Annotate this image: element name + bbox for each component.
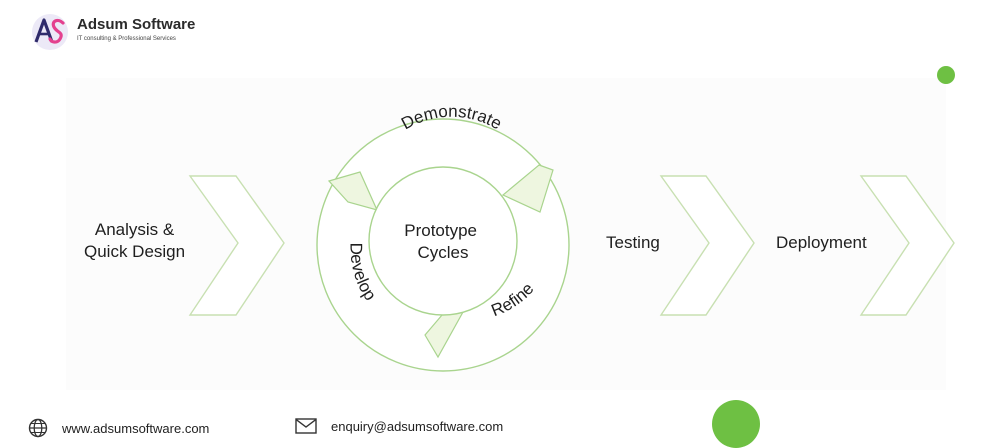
footer-email[interactable]: enquiry@adsumsoftware.com: [295, 418, 503, 434]
cycle-inner-circle: [368, 166, 518, 316]
decorative-dot-small: [937, 66, 955, 84]
chevron-arrow-testing: [659, 175, 755, 316]
globe-icon: [28, 418, 48, 438]
cycle-center-line-1: Prototype: [404, 221, 477, 240]
footer-website[interactable]: www.adsumsoftware.com: [28, 418, 209, 438]
brand-logo: Adsum Software IT consulting & Professio…: [28, 12, 203, 52]
step-testing-label: Testing: [606, 233, 660, 252]
cycle-arrow-notch-right: [501, 164, 554, 213]
step-analysis-line-2: Quick Design: [84, 242, 186, 261]
brand-name: Adsum Software: [77, 16, 196, 33]
chevron-arrow-deployment: [859, 175, 955, 316]
decorative-dot-large: [712, 400, 760, 448]
step-analysis-line-1: Analysis &: [94, 220, 175, 239]
brand-tagline: IT consulting & Professional Services: [77, 36, 176, 42]
step-deployment-label: Deployment: [776, 233, 867, 252]
cycle-center-label: Prototype Cycles: [404, 221, 482, 262]
logo-mark-icon: [32, 14, 68, 50]
footer-email-text[interactable]: enquiry@adsumsoftware.com: [331, 418, 504, 434]
footer-website-text[interactable]: www.adsumsoftware.com: [62, 420, 210, 436]
cycle-center-line-2: Cycles: [417, 243, 468, 262]
chevron-arrow-analysis: [188, 175, 285, 316]
envelope-icon: [295, 418, 317, 434]
step-analysis-label: Analysis & Quick Design: [84, 219, 185, 263]
